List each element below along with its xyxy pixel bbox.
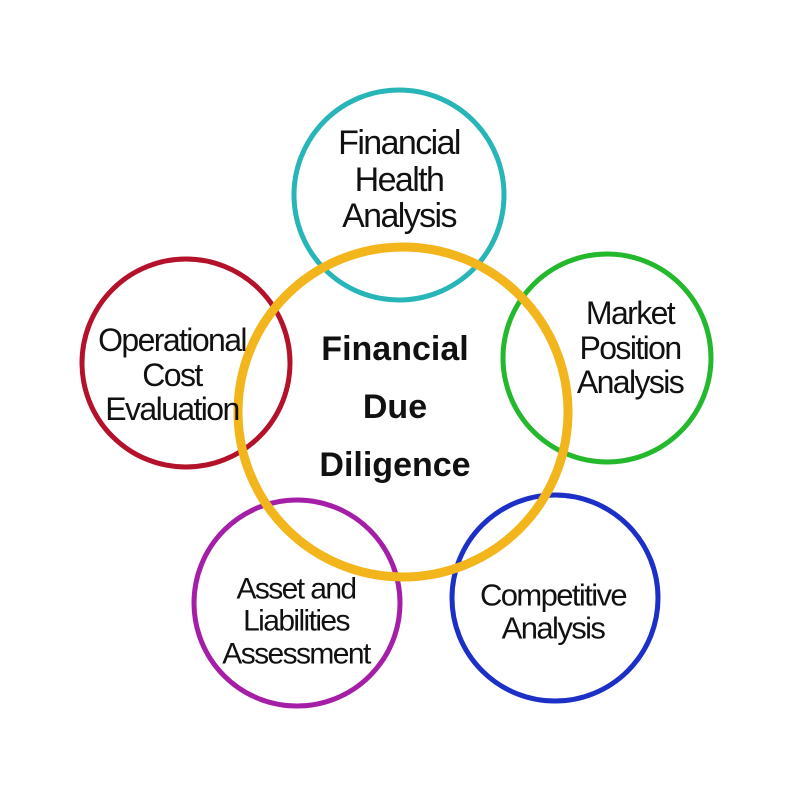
label-line: Health [354,160,445,199]
center-label-line: Financial [321,330,469,368]
label-line: Analysis [342,197,457,236]
label-line: Competitive [479,577,628,613]
ring-competitive-analysis [449,492,661,704]
ring-financial-health-analysis [291,87,507,303]
label-market-position-analysis: Market Position Analysis [576,295,685,401]
ring-financial-due-diligence [233,242,573,582]
label-operational-cost-evaluation: Operational Cost Evaluation [98,322,247,428]
center-label-line: Due [362,388,428,426]
ring-market-position-analysis [500,251,714,465]
label-line: Position [579,329,682,366]
label-line: Analysis [576,364,685,401]
label-line: Financial [338,123,461,162]
label-line: Evaluation [105,391,240,428]
center-label-line: Diligence [319,446,471,484]
label-line: Analysis [501,611,606,646]
label-line: Asset and [236,572,357,606]
ring-operational-cost-evaluation [79,256,293,470]
label-line: Market [585,295,676,332]
label-asset-and-liabilities-assessment: Asset and Liabilities Assessment [222,572,371,671]
center-label: Financial Due Diligence [319,320,470,494]
label-line: Liabilities [243,604,350,638]
label-competitive-analysis: Competitive Analysis [479,577,628,646]
ring-asset-and-liabilities-assessment [191,497,403,709]
label-line: Cost [142,356,203,393]
label-line: Assessment [222,637,371,671]
label-line: Operational [98,322,247,359]
label-financial-health-analysis: Financial Health Analysis [338,123,461,236]
